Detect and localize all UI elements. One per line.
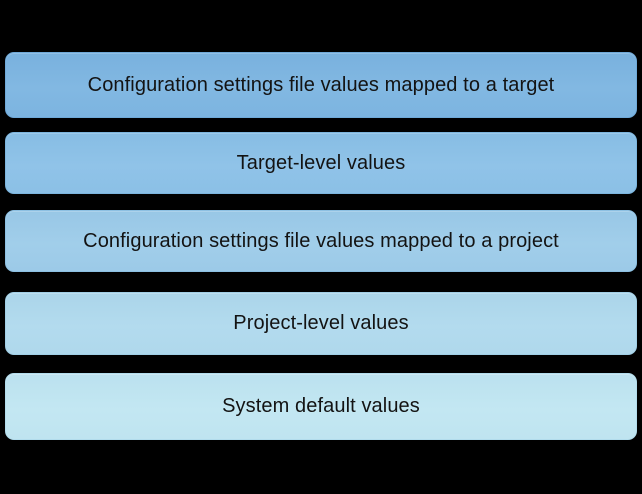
precedence-bar-1: Configuration settings file values mappe… [5,52,637,118]
precedence-bar-4: Project-level values [5,292,637,355]
precedence-bar-2: Target-level values [5,132,637,194]
precedence-bar-3-label: Configuration settings file values mappe… [83,229,559,252]
precedence-bar-5-label: System default values [222,395,420,417]
precedence-bar-1-label: Configuration settings file values mappe… [87,73,555,96]
precedence-bar-3: Configuration settings file values mappe… [5,210,637,272]
precedence-bar-5: System default values [5,373,637,440]
precedence-bar-2-label: Target-level values [236,151,406,174]
precedence-bar-4-label: Project-level values [233,312,409,334]
